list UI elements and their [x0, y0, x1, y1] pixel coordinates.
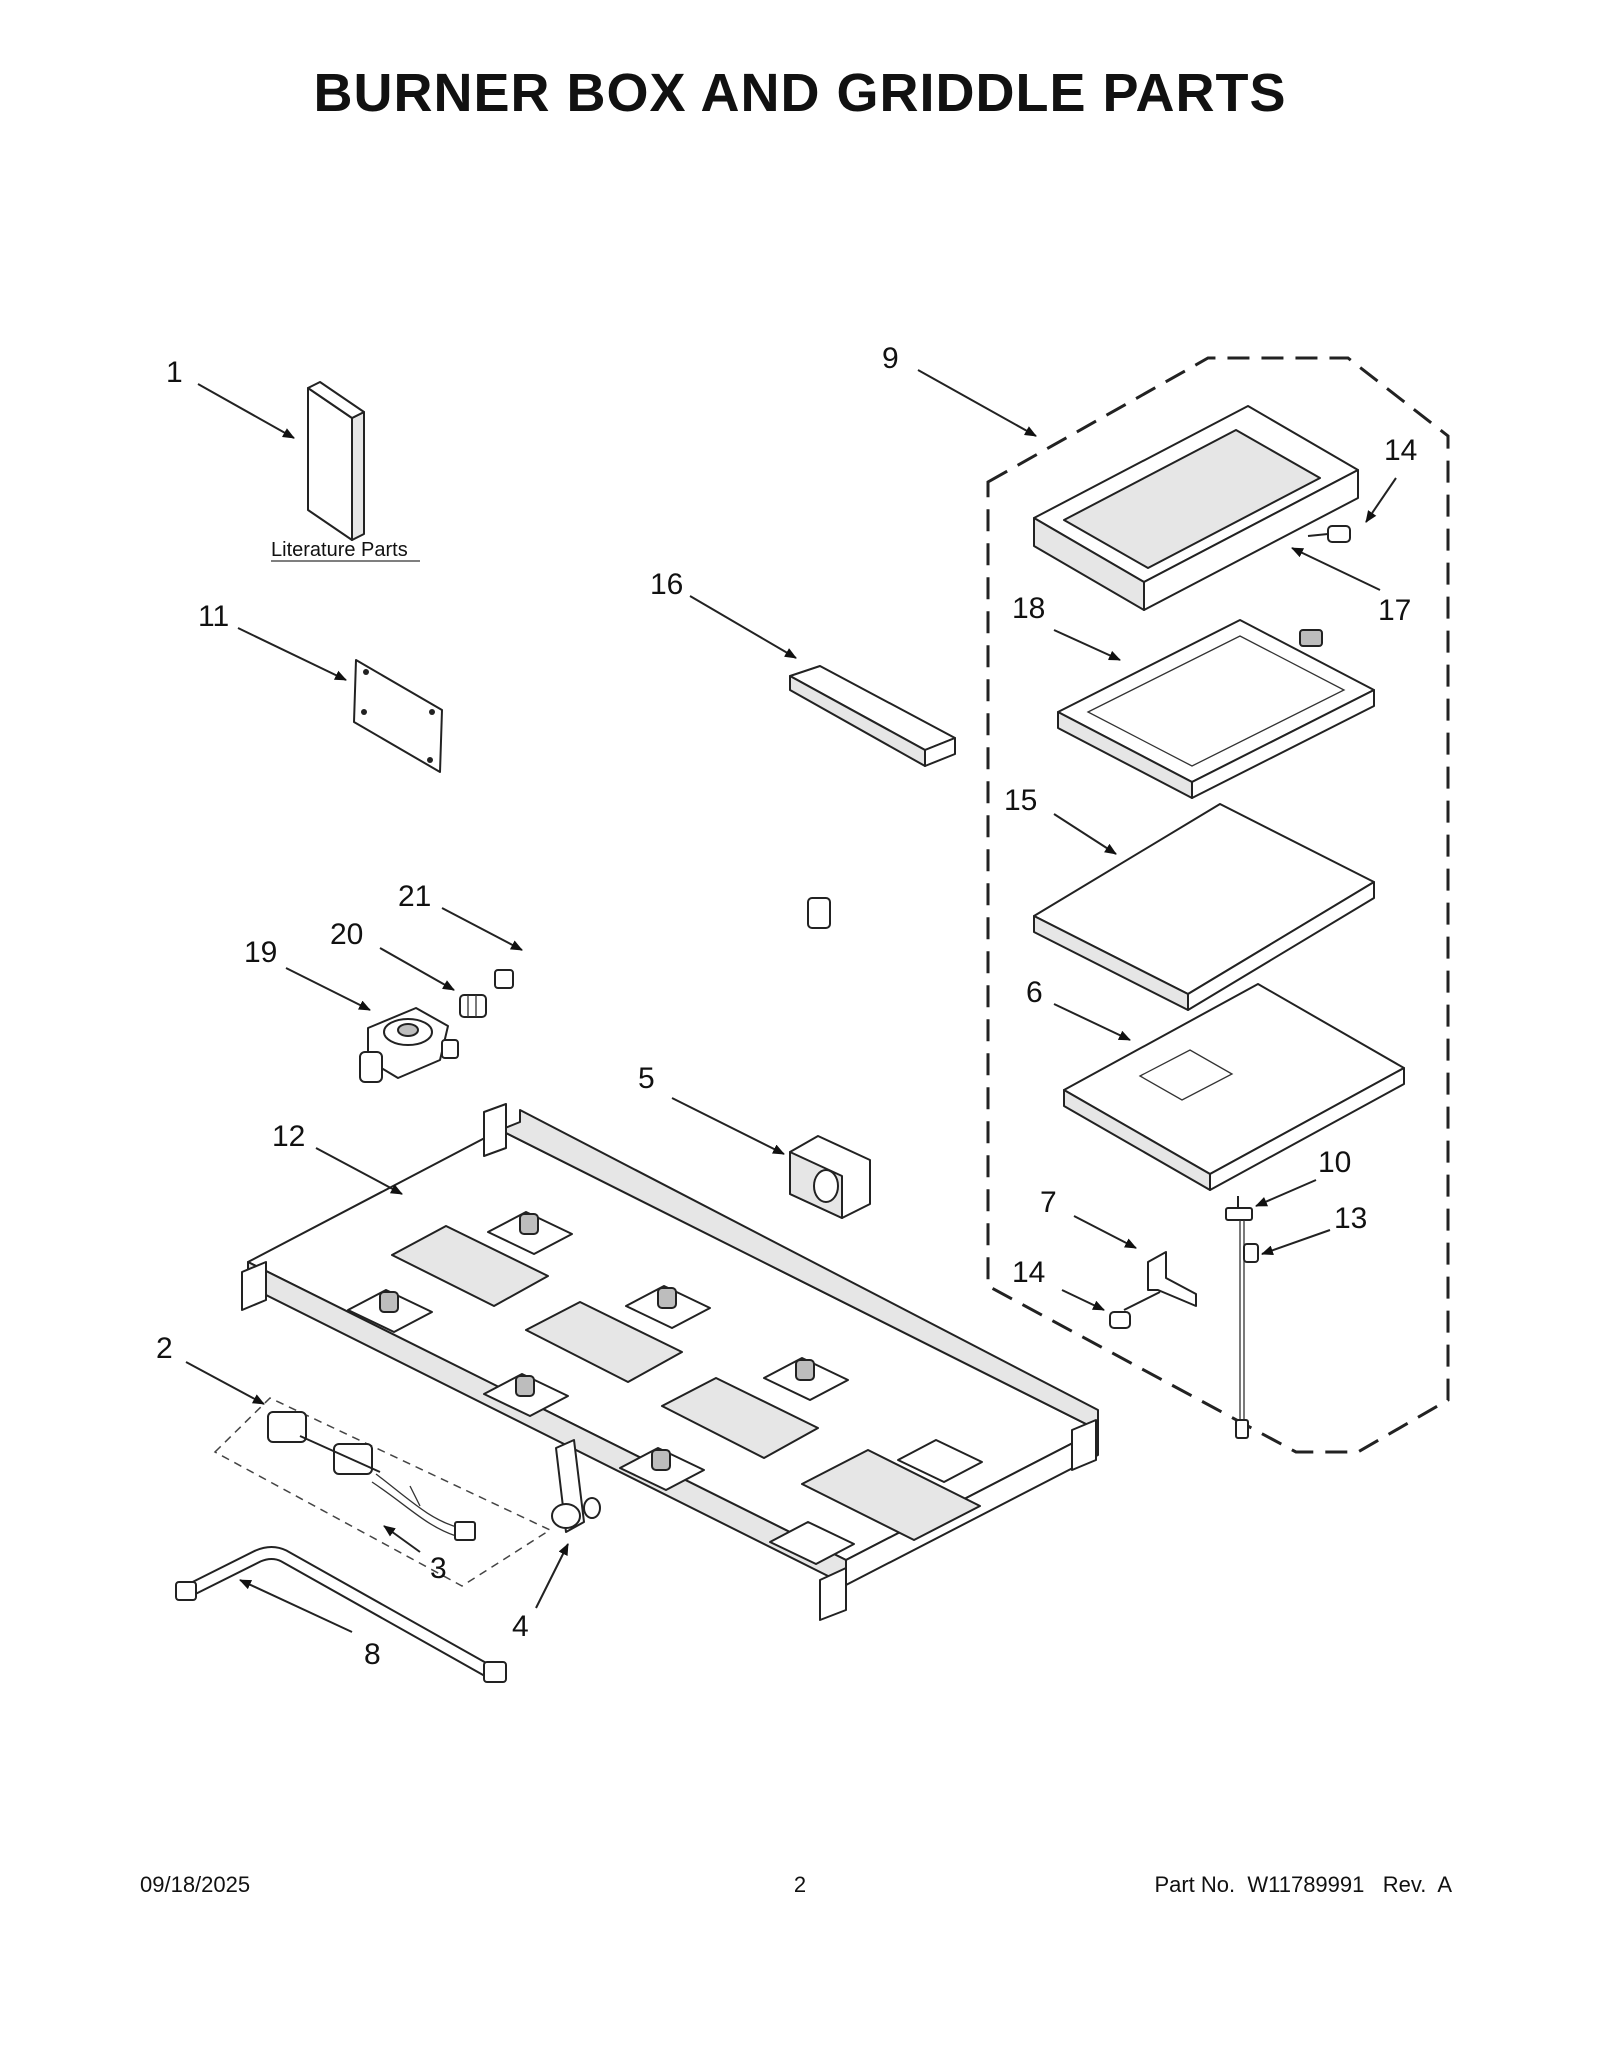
- footer-date: 09/18/2025: [140, 1872, 251, 1897]
- callout-6: 6: [1026, 976, 1043, 1009]
- callout-10: 10: [1318, 1146, 1351, 1179]
- callout-9: 9: [882, 342, 899, 375]
- callout-19: 19: [244, 936, 277, 969]
- part-5-module: [789, 1135, 871, 1219]
- callout-14-top: 14: [1384, 434, 1417, 467]
- part-4-flange: [551, 1439, 601, 1533]
- callout-21: 21: [398, 880, 431, 913]
- callout-4: 4: [512, 1610, 529, 1643]
- callout-13: 13: [1334, 1202, 1367, 1235]
- part-18-heating-frame: [1057, 619, 1375, 799]
- callout-1: 1: [166, 356, 183, 389]
- page-title: BURNER BOX AND GRIDDLE PARTS: [313, 63, 1287, 123]
- callout-numbers: 1 9 14 17 11 16 18 15 21 20 19 6 5 12 10…: [156, 342, 1417, 1671]
- callout-16: 16: [650, 568, 683, 601]
- callout-14-bottom: 14: [1012, 1256, 1045, 1289]
- part-2-valve-assembly: [213, 1397, 552, 1587]
- part-11-plate: [353, 659, 443, 773]
- part-8-gas-tube: [175, 1546, 507, 1683]
- part-21-gas-tube: [494, 849, 831, 989]
- part-19-regulator: [359, 1007, 459, 1083]
- callout-11: 11: [198, 600, 229, 633]
- callout-2: 2: [156, 1332, 173, 1365]
- part-7-bracket: [1123, 1251, 1197, 1311]
- callout-20: 20: [330, 918, 363, 951]
- callout-8: 8: [364, 1638, 381, 1671]
- callout-7: 7: [1040, 1186, 1057, 1219]
- callout-15: 15: [1004, 784, 1037, 817]
- literature-parts-drawing: Literature Parts: [271, 381, 420, 562]
- leader-arrows: [185, 369, 1397, 1633]
- part-10-probe: [1225, 1196, 1259, 1439]
- part-20-fitting: [459, 994, 487, 1018]
- footer-part-number: Part No. W11789991 Rev. A: [1154, 1872, 1452, 1897]
- callout-3: 3: [430, 1552, 447, 1585]
- part-16-tray: [789, 665, 956, 767]
- part-15-insulation: [1033, 803, 1375, 1011]
- footer-page-number: 2: [793, 1872, 807, 1897]
- part-17-griddle-plate: [1033, 405, 1359, 611]
- literature-parts-label: Literature Parts: [271, 539, 408, 561]
- callout-17: 17: [1378, 594, 1411, 627]
- callout-12: 12: [272, 1120, 305, 1153]
- part-14-screws: [1109, 525, 1351, 1329]
- part-6-pan: [1063, 983, 1405, 1191]
- part-12-burner-box: [241, 1103, 1099, 1621]
- callout-5: 5: [638, 1062, 655, 1095]
- part-9-griddle-assembly-outline: [986, 356, 1450, 1454]
- callout-18: 18: [1012, 592, 1045, 625]
